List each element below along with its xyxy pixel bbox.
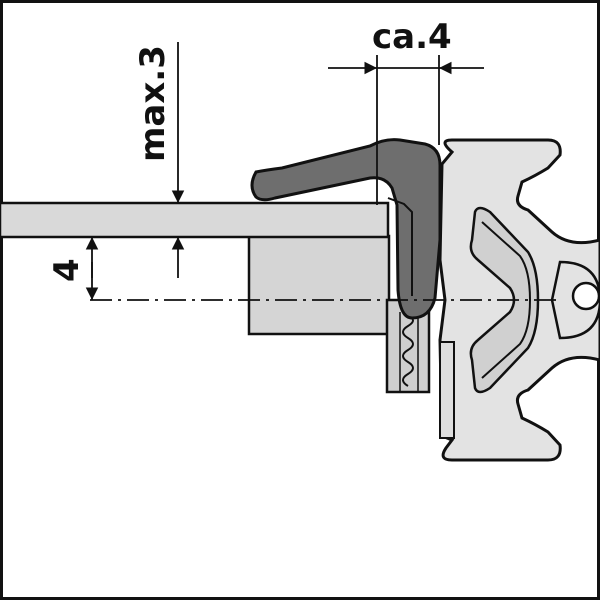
profile-hole [571,281,600,311]
seal-base-block [247,234,391,336]
profile-t-slot [469,206,540,394]
serrated-spring [402,315,414,387]
dim-label-ca4: ca.4 [372,17,452,57]
panel-sheet [0,201,390,239]
rubber-seal [250,138,442,320]
rubber-seal-inner-edge [387,197,413,296]
dim-label-max3: max.3 [133,45,173,162]
dim-label-4: 4 [47,258,87,282]
profile-groove-wall [439,341,455,439]
profile-t-slot-inner [481,221,532,379]
